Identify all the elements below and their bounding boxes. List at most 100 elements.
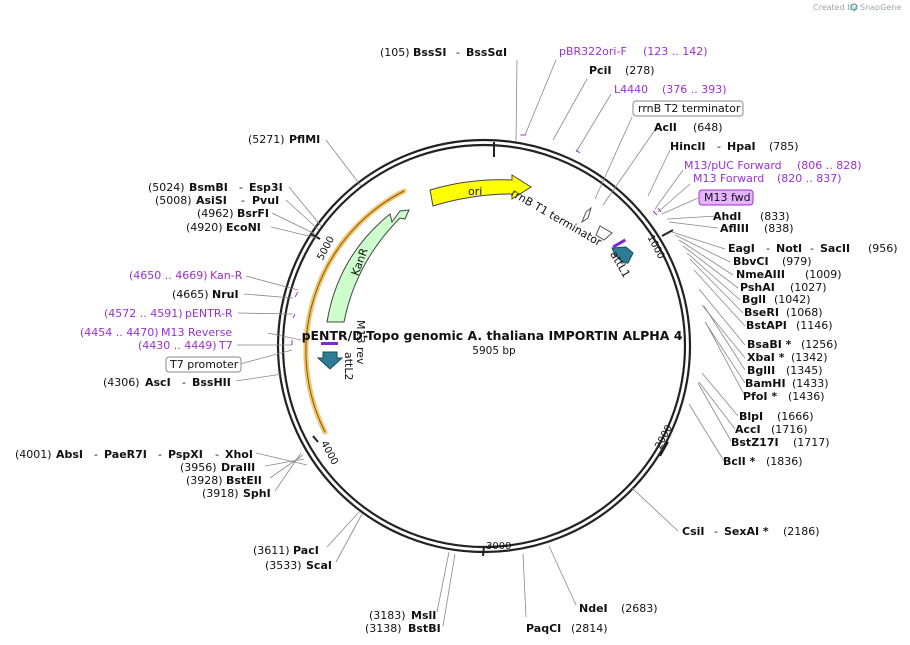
site-bamhi[interactable]: BamHI bbox=[745, 377, 786, 390]
site-bsmbi[interactable]: BsmBI bbox=[189, 181, 228, 194]
dash-4: - bbox=[810, 242, 814, 255]
site-noti[interactable]: NotI bbox=[776, 242, 802, 255]
attl2-arrow[interactable] bbox=[316, 351, 344, 370]
kanr-feature[interactable]: KanR bbox=[326, 209, 410, 323]
site-blpi[interactable]: BlpI bbox=[739, 410, 763, 423]
site-acci-pos: (1716) bbox=[771, 423, 808, 436]
site-bsshii[interactable]: BssHII bbox=[192, 376, 231, 389]
site-bstbi[interactable]: BstBI bbox=[408, 622, 441, 635]
site-afliii[interactable]: AflIII bbox=[720, 222, 749, 235]
site-msli[interactable]: MslI bbox=[411, 609, 436, 622]
site-paqci-pos: (2814) bbox=[571, 622, 608, 635]
site-draiii[interactable]: DraIII bbox=[221, 461, 255, 474]
site-ahdi[interactable]: AhdI bbox=[713, 210, 741, 223]
site-scai-pos: (3533) bbox=[265, 559, 302, 572]
site-acli-pos: (648) bbox=[693, 121, 723, 134]
site-bsrfi[interactable]: BsrFI bbox=[237, 207, 269, 220]
site-absi[interactable]: AbsI bbox=[56, 448, 83, 461]
primer-kan-r[interactable]: Kan-R bbox=[210, 269, 243, 282]
site-bsssi[interactable]: BssSI bbox=[413, 46, 447, 59]
plasmid-length: 5905 bp bbox=[472, 345, 516, 357]
primer-t7-range: (4430 .. 4449) bbox=[138, 339, 217, 352]
ori-feature[interactable]: ori bbox=[429, 174, 532, 207]
site-pshai[interactable]: PshAI bbox=[740, 281, 775, 294]
site-ndei[interactable]: NdeI bbox=[579, 602, 608, 615]
site-paci[interactable]: PacI bbox=[293, 544, 319, 557]
site-bsteii-pos: (3928) bbox=[186, 474, 223, 487]
rrnb-t2-label[interactable]: rrnB T2 terminator bbox=[638, 102, 741, 115]
ori-arrow[interactable] bbox=[429, 174, 532, 207]
site-nmeaiii[interactable]: NmeAIII bbox=[736, 268, 785, 281]
site-esp3i[interactable]: Esp3I bbox=[249, 181, 283, 194]
m13-rev-label: M13 rev bbox=[354, 320, 367, 365]
site-bcli[interactable]: BclI * bbox=[723, 455, 756, 468]
attl2-feature[interactable]: attL2 M13 rev bbox=[316, 320, 367, 381]
primer-m13-puc-forward-range: (806 .. 828) bbox=[797, 159, 862, 172]
primer-pbr322ori-f[interactable]: pBR322ori-F bbox=[559, 45, 627, 58]
primer-l4440[interactable]: L4440 bbox=[614, 83, 648, 96]
site-eagi[interactable]: EagI bbox=[728, 242, 755, 255]
site-csii[interactable]: CsiI bbox=[682, 525, 704, 538]
site-bcli-pos: (1836) bbox=[766, 455, 803, 468]
t7-promoter-label[interactable]: T7 promoter bbox=[169, 358, 239, 371]
site-sacii[interactable]: SacII bbox=[820, 242, 850, 255]
site-pflmi[interactable]: PflMI bbox=[289, 133, 320, 146]
primer-pentr-r[interactable]: pENTR-R bbox=[185, 307, 233, 320]
site-bsteii[interactable]: BstEII bbox=[226, 474, 262, 487]
site-xbai-pos: (1342) bbox=[791, 351, 828, 364]
site-bstz17i[interactable]: BstZ17I bbox=[731, 436, 779, 449]
site-xbai[interactable]: XbaI * bbox=[747, 351, 785, 364]
site-bbvci[interactable]: BbvCI bbox=[733, 255, 769, 268]
site-sexai[interactable]: SexAI * bbox=[724, 525, 769, 538]
primer-m13-forward[interactable]: M13 Forward bbox=[693, 172, 764, 185]
site-sphi[interactable]: SphI bbox=[243, 487, 271, 500]
site-paqci[interactable]: PaqCI bbox=[526, 622, 561, 635]
dash-7: - bbox=[158, 448, 162, 461]
site-hpai[interactable]: HpaI bbox=[727, 140, 756, 153]
site-bsabi[interactable]: BsaBI * bbox=[747, 338, 792, 351]
primer-m13-reverse[interactable]: M13 Reverse bbox=[161, 326, 232, 339]
site-asisi-pos: (5008) bbox=[155, 194, 192, 207]
site-bseri-pos: (1068) bbox=[786, 306, 823, 319]
dash-6: - bbox=[94, 448, 98, 461]
primer-m13-fwd[interactable]: M13 fwd bbox=[704, 191, 751, 204]
site-acci[interactable]: AccI bbox=[735, 423, 761, 436]
site-asisi[interactable]: AsiSI bbox=[196, 194, 227, 207]
site-pspxi[interactable]: PspXI bbox=[168, 448, 203, 461]
site-bgli[interactable]: BglI bbox=[742, 293, 766, 306]
rrnb-t2-terminator-arrow[interactable] bbox=[580, 206, 592, 224]
site-csii-pos: (2186) bbox=[783, 525, 820, 538]
site-bglii[interactable]: BglII bbox=[747, 364, 775, 377]
site-bamhi-pos: (1433) bbox=[792, 377, 829, 390]
site-asci[interactable]: AscI bbox=[145, 376, 171, 389]
site-scai[interactable]: ScaI bbox=[306, 559, 332, 572]
site-afliii-pos: (838) bbox=[764, 222, 794, 235]
site-bglii-pos: (1345) bbox=[786, 364, 823, 377]
snapgene-logo-icon bbox=[850, 3, 858, 11]
attl2-label: attL2 bbox=[342, 352, 355, 381]
attl1-feature[interactable]: attL1 bbox=[607, 238, 634, 280]
site-pcii[interactable]: PciI bbox=[589, 64, 611, 77]
site-nrui[interactable]: NruI bbox=[212, 288, 239, 301]
site-xhoi[interactable]: XhoI bbox=[225, 448, 253, 461]
site-bsssai[interactable]: BssSαI bbox=[466, 46, 507, 59]
site-pfoi[interactable]: PfoI * bbox=[743, 390, 777, 403]
site-bstapi-pos: (1146) bbox=[796, 319, 833, 332]
dash-3: - bbox=[766, 242, 770, 255]
site-hincii[interactable]: HincII bbox=[670, 140, 706, 153]
primer-m13-puc-forward[interactable]: M13/pUC Forward bbox=[684, 159, 782, 172]
site-paer7i[interactable]: PaeR7I bbox=[104, 448, 147, 461]
site-bseri[interactable]: BseRI bbox=[744, 306, 779, 319]
site-blpi-pos: (1666) bbox=[777, 410, 814, 423]
site-acli[interactable]: AclI bbox=[654, 121, 677, 134]
attl1-arrow[interactable] bbox=[611, 246, 634, 264]
kanr-arrow[interactable] bbox=[326, 209, 410, 323]
dash-10: - bbox=[241, 194, 245, 207]
site-pvui[interactable]: PvuI bbox=[252, 194, 279, 207]
primer-t7[interactable]: T7 bbox=[218, 339, 233, 352]
rrnb-t2-box bbox=[632, 100, 744, 117]
rrnb-t1-terminator-arrow[interactable] bbox=[595, 225, 613, 241]
site-bstapi[interactable]: BstAPI bbox=[746, 319, 787, 332]
site-econi[interactable]: EcoNI bbox=[226, 221, 261, 234]
primer-m13-reverse-range: (4454 .. 4470) bbox=[80, 326, 159, 339]
